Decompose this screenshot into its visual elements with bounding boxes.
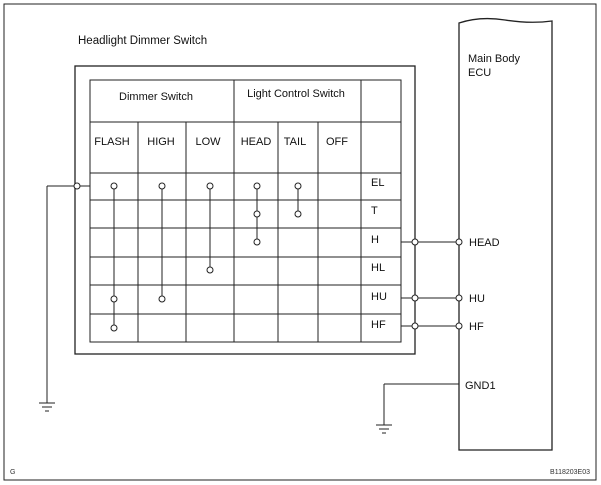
ecu-pin-gnd1: GND1 <box>465 380 496 392</box>
contact-dots <box>110 182 302 332</box>
wire-head <box>401 238 463 246</box>
terminal-h: H <box>371 234 379 246</box>
corner-label: G <box>10 469 15 476</box>
position-off: OFF <box>326 136 348 148</box>
position-flash: FLASH <box>94 136 130 148</box>
terminal-el: EL <box>371 177 384 189</box>
ecu-housing <box>458 17 553 451</box>
wire-hu <box>401 294 463 302</box>
ecu-pin-hu: HU <box>469 293 485 305</box>
switch-title: Headlight Dimmer Switch <box>78 35 207 47</box>
terminal-hf: HF <box>371 319 386 331</box>
ecu-pin-head: HEAD <box>469 237 500 249</box>
terminal-hl: HL <box>371 262 385 274</box>
position-low: LOW <box>195 136 221 148</box>
input-terminal-dot <box>73 182 81 190</box>
figure-id: B118203E03 <box>550 469 590 476</box>
outer-frame <box>3 3 597 481</box>
ecu-name-line1: Main Body <box>468 53 520 65</box>
switch-table <box>89 79 402 343</box>
common-ground-lead <box>46 182 90 403</box>
terminal-t: T <box>371 205 378 217</box>
dimmer-switch-header: Dimmer Switch <box>119 91 193 103</box>
ground-symbol-left <box>39 402 55 412</box>
terminal-hu: HU <box>371 291 387 303</box>
position-tail: TAIL <box>284 136 306 148</box>
ecu-pin-hf: HF <box>469 321 484 333</box>
light-control-switch-header: Light Control Switch <box>247 88 345 100</box>
position-high: HIGH <box>147 136 175 148</box>
position-head: HEAD <box>241 136 272 148</box>
wire-hf <box>401 322 463 330</box>
wire-gnd1 <box>376 383 459 434</box>
ecu-name-line2: ECU <box>468 67 491 79</box>
switch-housing <box>74 65 416 355</box>
